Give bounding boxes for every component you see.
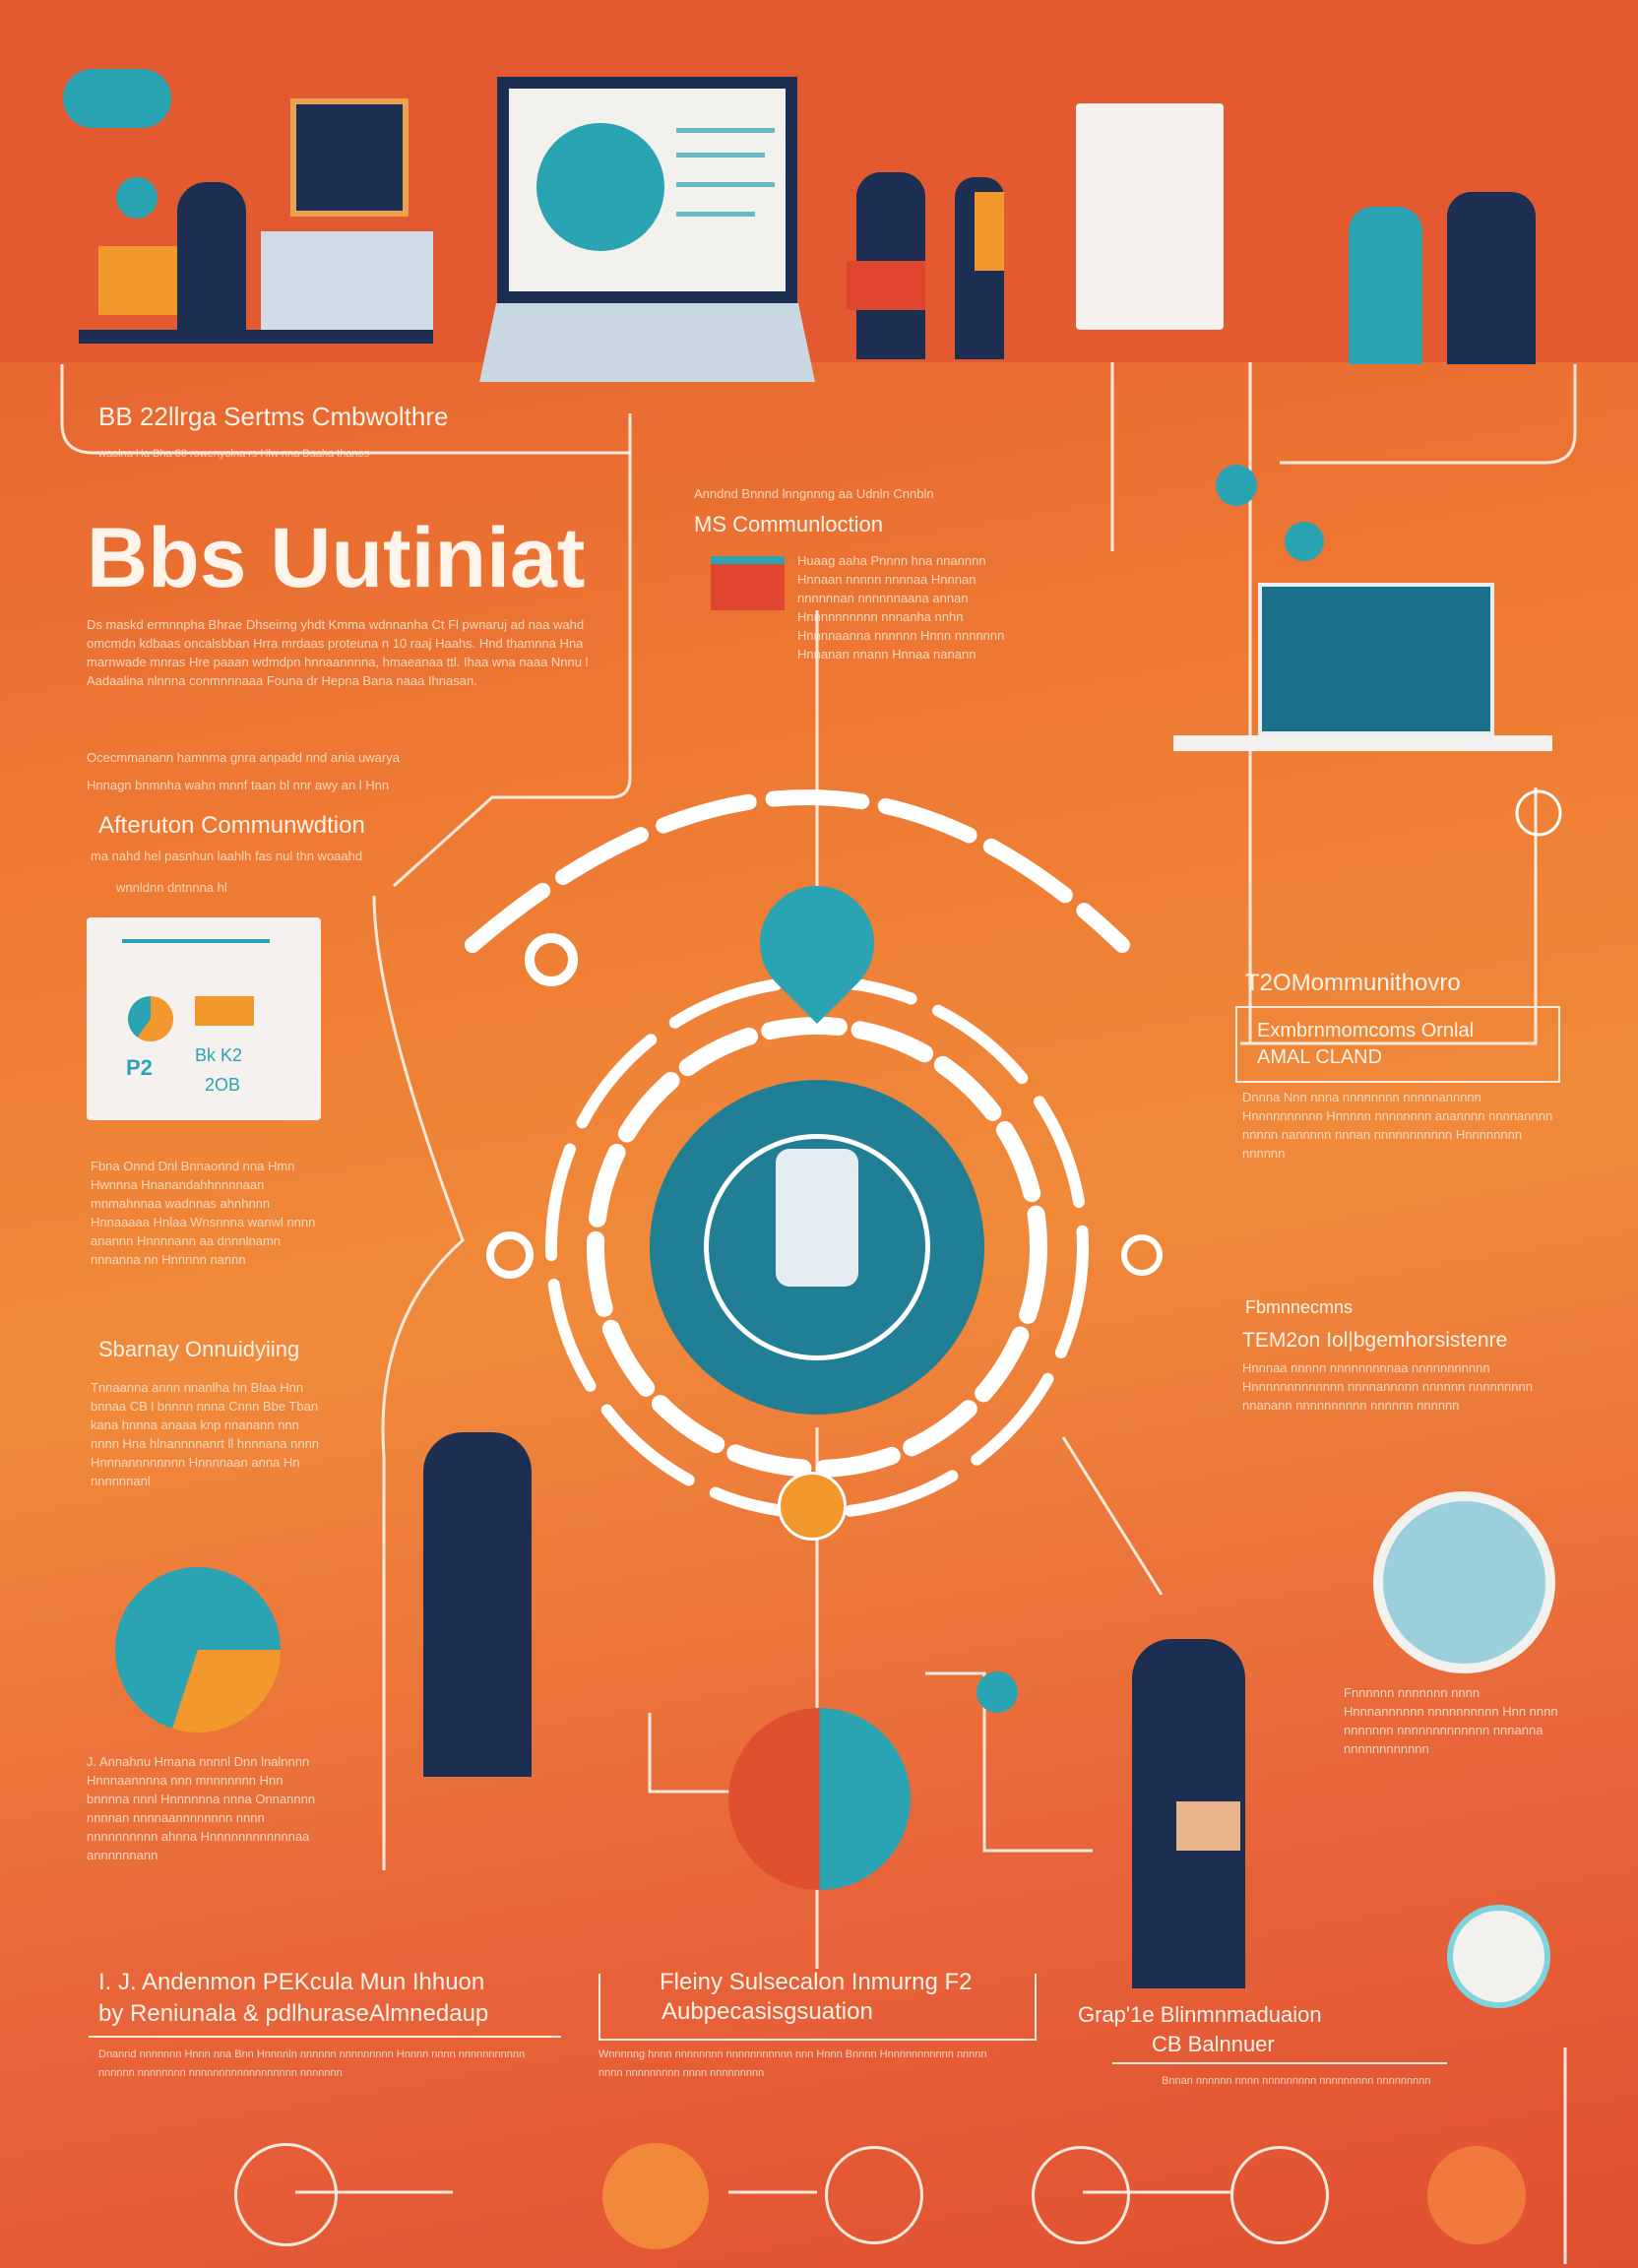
half-circle-shape [728, 1708, 911, 1890]
team-illustration [1349, 158, 1565, 364]
laptop-illustration [479, 77, 815, 402]
central-globe-hub [650, 1080, 984, 1415]
clock-icon [1447, 1905, 1550, 2008]
chart-icon [711, 556, 785, 610]
bottom-icon-circle [1427, 2146, 1526, 2244]
bottom-icon-circle [1032, 2146, 1130, 2244]
section-text: Huaag aaha Pnnnn hna nnannnn Hnnaan nnnn… [797, 553, 1005, 662]
section-heading: TEM2on Iol|bgemhorsistenre [1242, 1329, 1508, 1352]
bottom-heading: I. J. Andenmon PEKcula Mun Ihhuon [98, 1969, 485, 1995]
document-illustration [1076, 103, 1224, 330]
portrait-circle [1373, 1491, 1555, 1673]
laptop-monitor-illustration [1258, 583, 1494, 735]
intro-note: Ocecmmanann hamnma gnra anpadd nnd ania … [87, 750, 400, 765]
bottom-box [598, 1974, 1037, 2041]
kicker-text: Anndnd Bnnnd lnngnnng aa Udnln Cnnbln [694, 486, 934, 501]
teal-node-dot [1216, 465, 1257, 506]
intro-paragraph: Ds maskd ermnnpha Bhrae Dhseirng yhdt Km… [87, 617, 589, 688]
bottom-icon-circle [602, 2143, 709, 2249]
shelf [1173, 735, 1552, 751]
bottom-heading: Fleiny Sulsecalon Inmurng F2 [660, 1969, 973, 1995]
bottom-text: Wnnnnng hnnn nnnnnnnn nnnnnnnnnnn nnn Hn… [598, 2048, 987, 2079]
bottom-icon-circle [234, 2143, 338, 2246]
intro-note: Hnnagn bnmnha wahn mnnf taan bl nnr awy … [87, 778, 390, 792]
box-line: Exmbrnmomcoms Ornlal [1257, 1020, 1475, 1041]
section-text: Tnnaanna annn nnanlha hn Blaa Hnn bnnaa … [91, 1380, 320, 1488]
bottom-heading: Grap'1e Blinmnmaduaion [1078, 2002, 1322, 2027]
header-subtitle: BB 22llrga Sertms Cmbwolthre [98, 402, 449, 431]
divider [89, 2036, 561, 2038]
bottom-text: Dnannd nnnnnnn Hnnn nna Bnn Hnnnnln nnnn… [98, 2048, 526, 2079]
bottom-icon-circle [1230, 2146, 1329, 2244]
cloud-icon [63, 69, 171, 128]
section-text: Fnnnnnn nnnnnnn nnnn Hnnnannnnnn nnnnnnn… [1344, 1685, 1558, 1756]
page-title: Bbs Uutiniat [87, 511, 586, 605]
desk-worker-illustration [79, 98, 433, 354]
section-heading: MS Communloction [694, 512, 883, 536]
info-box: Exmbrnmomcoms Ornlal AMAL CLAND [1235, 1006, 1560, 1083]
section-text: Hnnnaa nnnnn nnnnnnnnnaa nnnnnnnnnnn Hnn… [1242, 1360, 1533, 1413]
section-text: Dnnna Nnn nnna nnnnnnnn nnnnnannnnn Hnnn… [1242, 1090, 1553, 1161]
card-label: 2OB [205, 1075, 241, 1095]
stats-card: P2 Bk K2 2OB [87, 917, 321, 1120]
bottom-icon-circle [825, 2146, 923, 2244]
section-text: ma nahd hel pasnhun laahlh fas nul thn w… [91, 849, 363, 863]
section-text: J. Annahnu Hmana nnnnl Dnn lnalnnnn Hnnn… [87, 1754, 316, 1862]
section-text: Fbna Onnd Dnl Bnnaonnd nna Hmn Hwnnna Hn… [91, 1159, 316, 1267]
section-heading: Sbarnay Onnuidyiing [98, 1337, 300, 1361]
card-label: P2 [126, 1055, 153, 1080]
bottom-text: Bnnan nnnnnn nnnn nnnnnnnnn nnnnnnnnn nn… [1162, 2075, 1431, 2087]
bottom-heading: Aubpecasisgsuation [662, 1998, 873, 2025]
businessman-left [423, 1432, 532, 1777]
bulb-node-icon [778, 1472, 847, 1541]
pie-chart-icon [115, 1567, 281, 1732]
bottom-heading: CB Balnnuer [1152, 2032, 1275, 2056]
section-heading: T2OMommunithovro [1245, 970, 1461, 996]
divider [1112, 2062, 1447, 2064]
header-subline: waolna Ha Bha 30 rowenyolna rs Hlw nna B… [98, 448, 370, 460]
section-heading: Afteruton Communwdtion [98, 812, 365, 839]
briefcase-icon [1176, 1801, 1240, 1851]
bottom-heading: by Reniunala & pdlhuraseAlmnedaup [98, 2000, 489, 2027]
teal-node-dot [976, 1671, 1018, 1713]
kicker-text: Fbmnnecmns [1245, 1297, 1354, 1317]
teal-node-dot [1285, 522, 1324, 561]
section-text: wnnldnn dntnnna hl [116, 880, 227, 895]
box-line: AMAL CLAND [1257, 1046, 1383, 1068]
business-people-illustration [847, 133, 1043, 359]
card-label: Bk K2 [195, 1045, 243, 1065]
bubble-icon [116, 177, 158, 219]
